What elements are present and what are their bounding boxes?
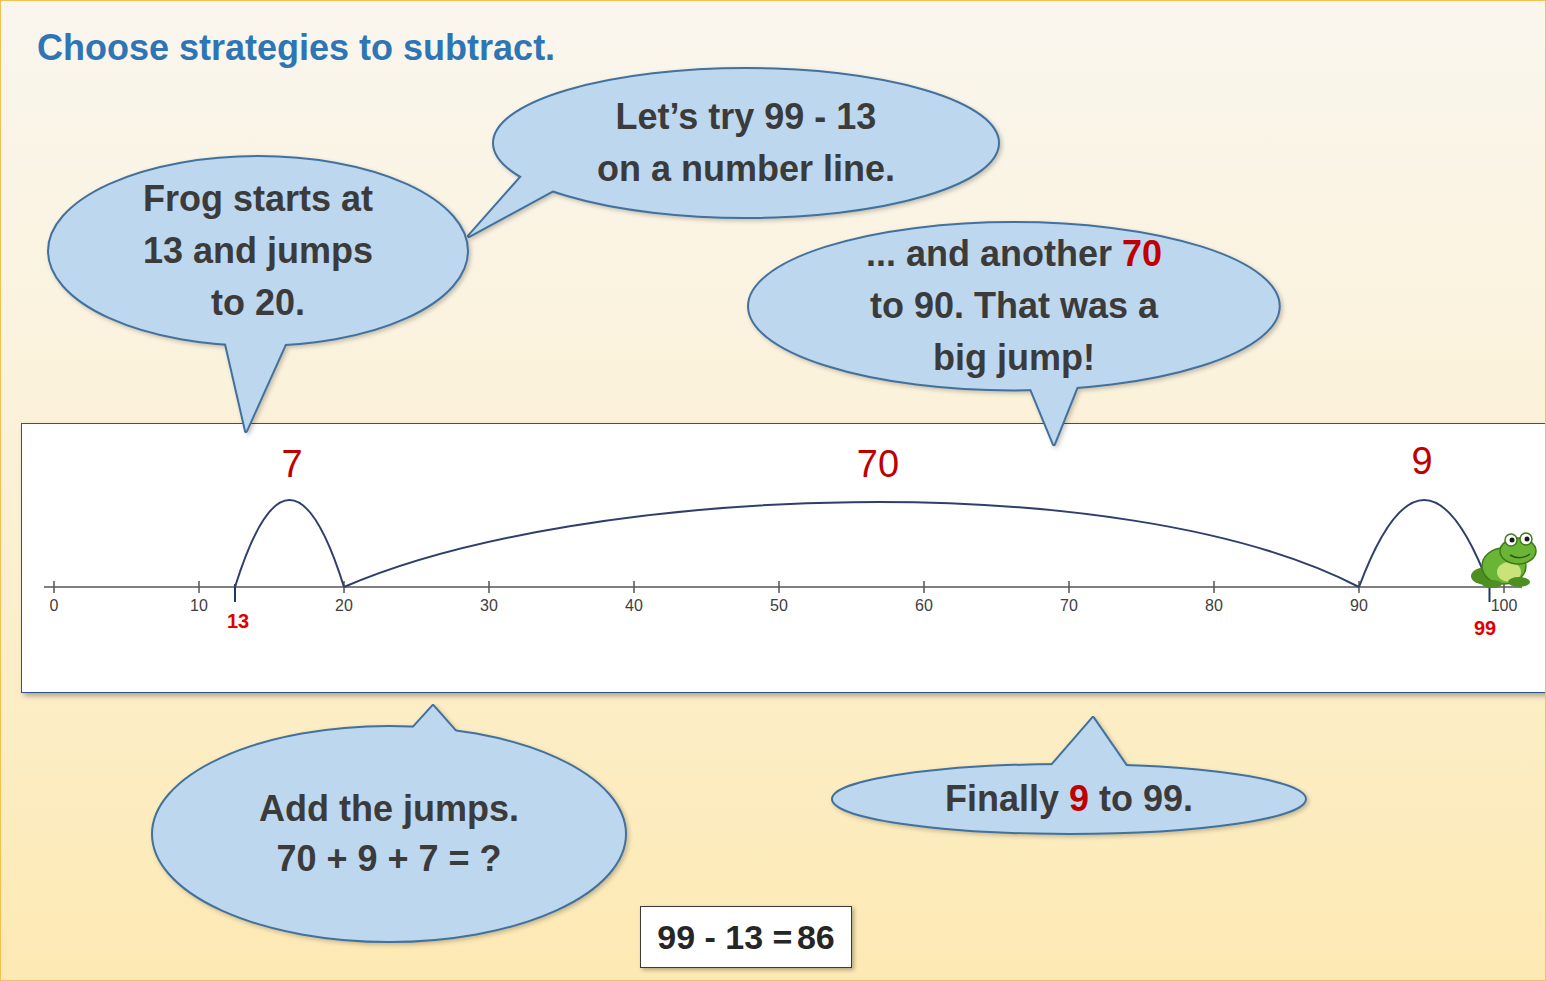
label-holder: 100 xyxy=(1491,597,1518,615)
label-holder: 20 xyxy=(335,597,353,615)
tick-mark xyxy=(778,581,780,593)
marked-number: 13 xyxy=(227,610,249,632)
bubble-text: Add the jumps. xyxy=(239,784,539,834)
bubble-body xyxy=(152,726,626,942)
bubble-text-block: Frog starts at 13 and jumps to 20. xyxy=(132,173,384,329)
bubble-text: Frog starts at 13 and jumps to 20. xyxy=(143,178,373,323)
frog-pupil xyxy=(1525,537,1530,542)
bubble-body xyxy=(48,156,468,346)
bubble-tail xyxy=(1047,718,1131,773)
bubble-text: ... and another xyxy=(866,233,1112,274)
jump-size: 70 xyxy=(857,443,899,485)
highlight-number: 70 xyxy=(1122,233,1162,274)
label-holder: 50 xyxy=(770,597,788,615)
bubble-text-block: Let’s try 99 - 13 on a number line. xyxy=(590,91,902,195)
tick-mark xyxy=(198,581,200,593)
jump-arc xyxy=(1359,500,1490,587)
title-holder: Choose strategies to subtract. xyxy=(37,27,555,69)
speech-bubble: Frog starts at 13 and jumps to 20. xyxy=(42,150,474,437)
jump-size: 7 xyxy=(281,443,302,485)
highlight-number: 9 xyxy=(1069,778,1089,819)
label-holder: 70 xyxy=(857,442,899,486)
bubble-text: to 99. xyxy=(1099,778,1193,819)
jump-arcs xyxy=(235,500,1490,587)
answer-result: 86 xyxy=(797,918,835,956)
number-line-panel: 770901013203040506070809099100 xyxy=(21,423,1546,693)
jump-size: 9 xyxy=(1411,440,1432,482)
jump-arc xyxy=(344,502,1359,587)
label-holder: 60 xyxy=(915,597,933,615)
label-holder: 9 xyxy=(1411,439,1432,483)
frog-eye xyxy=(1520,533,1532,545)
tick-mark xyxy=(633,581,635,593)
bubble-tail-fill xyxy=(469,166,561,236)
bubble-text-block: Finally 9 to 99. xyxy=(859,773,1279,825)
frog-eye xyxy=(1505,534,1517,546)
label-holder: 0 xyxy=(50,597,59,615)
slide-title: Choose strategies to subtract. xyxy=(37,27,555,68)
speech-bubble: Finally 9 to 99. xyxy=(826,712,1312,840)
bubble-text: 70 + 9 + 7 = ? xyxy=(239,834,539,884)
bubble-tail-fill xyxy=(403,706,471,749)
label-holder: 10 xyxy=(190,597,208,615)
label-holder: 70 xyxy=(1060,597,1078,615)
label-holder: 30 xyxy=(480,597,498,615)
tick-label: 80 xyxy=(1205,597,1223,614)
bubble-text: to 90. That was a big jump! xyxy=(870,285,1158,378)
bubble-text: Finally xyxy=(945,778,1059,819)
label-holder: 13 xyxy=(227,610,249,632)
bubble-outline xyxy=(826,712,1312,840)
tick-label: 40 xyxy=(625,597,643,614)
tick-label: 50 xyxy=(770,597,788,614)
frog-pupil xyxy=(1510,538,1515,543)
speech-bubble: ... and another 70 to 90. That was a big… xyxy=(742,216,1286,450)
tick-label: 0 xyxy=(50,597,59,614)
bubble-tail-fill xyxy=(223,331,291,431)
bubble-body xyxy=(832,764,1306,834)
tick-mark xyxy=(1068,581,1070,593)
speech-bubble: Add the jumps.70 + 9 + 7 = ? xyxy=(146,700,632,948)
speech-bubble: Let’s try 99 - 13 on a number line. xyxy=(463,62,1005,242)
tick-label: 30 xyxy=(480,597,498,614)
bubble-text-block: Add the jumps.70 + 9 + 7 = ? xyxy=(239,784,539,884)
tick-mark xyxy=(488,581,490,593)
frog-mouth xyxy=(1510,554,1530,558)
frog-front-leg xyxy=(1508,577,1530,587)
tick-mark xyxy=(1213,581,1215,593)
bubble-body xyxy=(748,222,1280,390)
bubble-text-block: ... and another 70 to 90. That was a big… xyxy=(853,228,1175,384)
tick-label: 10 xyxy=(190,597,208,614)
number-line xyxy=(22,424,1546,694)
tick-marks xyxy=(54,581,1504,593)
tick-mark xyxy=(53,581,55,593)
bubble-tail xyxy=(223,331,291,431)
tick-label: 60 xyxy=(915,597,933,614)
label-holder: 7 xyxy=(281,442,302,486)
tick-label: 90 xyxy=(1350,597,1368,614)
tick-label: 70 xyxy=(1060,597,1078,614)
bubble-text: Let’s try 99 - 13 on a number line. xyxy=(597,96,895,189)
tick-label: 20 xyxy=(335,597,353,614)
label-holder: 80 xyxy=(1205,597,1223,615)
label-holder: 40 xyxy=(625,597,643,615)
tick-label: 100 xyxy=(1491,597,1518,614)
jump-arc xyxy=(235,500,344,587)
frog-foot xyxy=(1482,580,1502,588)
frog-picture xyxy=(1471,533,1536,588)
bubble-body xyxy=(493,68,999,218)
label-holder: 90 xyxy=(1350,597,1368,615)
answer-equation: 99 - 13 = xyxy=(657,918,792,956)
marked-number: 99 xyxy=(1474,617,1496,639)
number-axis xyxy=(44,586,1522,588)
tick-mark xyxy=(923,581,925,593)
label-holder: 99 xyxy=(1474,617,1496,639)
answer-box: 99 - 13 = 86 xyxy=(640,906,851,968)
bubble-tail-fill xyxy=(1047,718,1131,773)
